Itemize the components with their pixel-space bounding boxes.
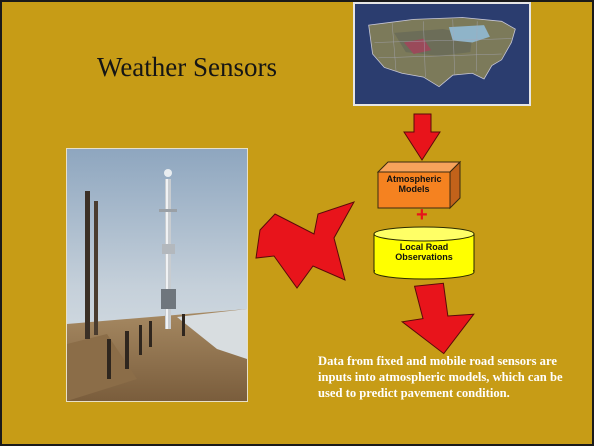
plus-sign: + xyxy=(416,204,428,226)
arrow-down-to-caption-icon xyxy=(400,282,475,355)
arrow-right-from-photo-icon xyxy=(255,201,356,289)
atmospheric-models-box xyxy=(376,160,462,210)
local-road-observations-label: Local Road Observations xyxy=(395,242,453,262)
arrow-down-from-map-icon xyxy=(403,113,441,161)
slide-title: Weather Sensors xyxy=(97,52,278,82)
us-weather-map xyxy=(353,2,531,106)
atmospheric-models-label: Atmospheric Models xyxy=(386,174,442,194)
local-road-observations-cylinder xyxy=(373,226,475,280)
weather-station-photo xyxy=(66,148,248,402)
caption-text: Data from fixed and mobile road sensors … xyxy=(318,354,563,400)
